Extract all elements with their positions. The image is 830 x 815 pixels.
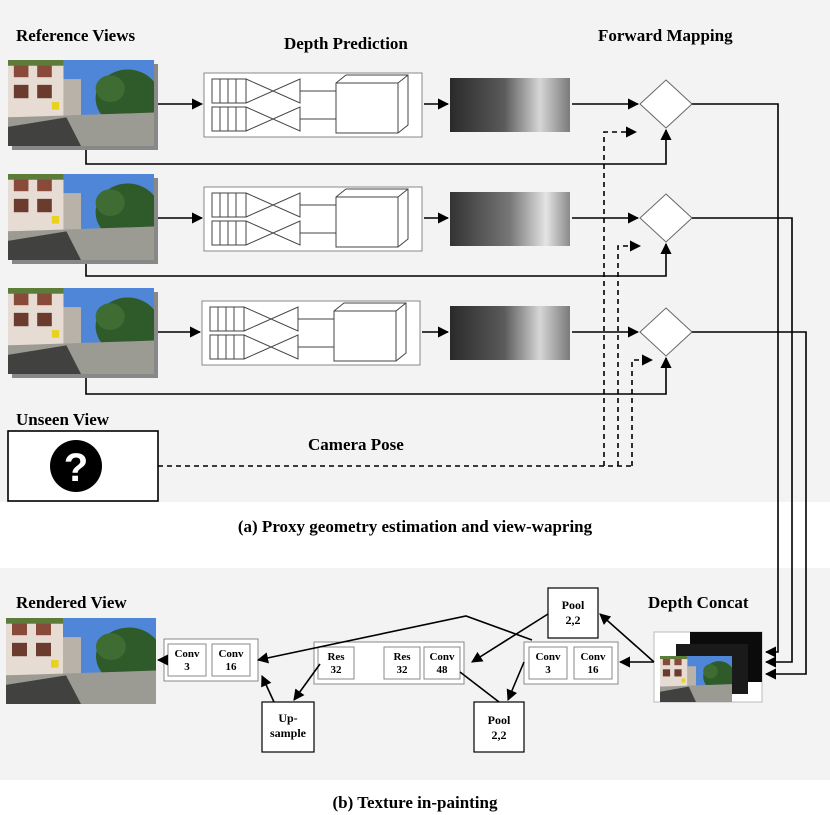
conv-left-1-value: 3 bbox=[184, 661, 190, 673]
conv-left-2-name: Conv bbox=[218, 648, 244, 660]
row-3-arrows bbox=[85, 326, 672, 395]
pool-top-box bbox=[547, 587, 599, 639]
forward-to-concat-connectors bbox=[692, 103, 807, 680]
unseen-view-title: Unseen View bbox=[16, 410, 110, 429]
res-middle-1-name: Res bbox=[327, 651, 345, 663]
depth-network-2 bbox=[203, 186, 423, 252]
upsample-line-2: sample bbox=[270, 726, 307, 740]
depth-map-1 bbox=[450, 78, 570, 132]
depth-concat-title: Depth Concat bbox=[648, 593, 749, 612]
conv-right-1-value: 3 bbox=[545, 664, 551, 676]
conv-right-1-name: Conv bbox=[535, 651, 561, 663]
inpainting-arrows bbox=[156, 613, 655, 703]
res-middle-1-value: 32 bbox=[331, 664, 343, 676]
upsample-box bbox=[261, 701, 315, 753]
conv-right-2 bbox=[573, 646, 613, 680]
res-middle-2 bbox=[383, 646, 421, 680]
pool-bottom-name: Pool bbox=[488, 713, 511, 727]
forward-mapping-node-1 bbox=[639, 79, 693, 129]
res-middle-2-name: Res bbox=[393, 651, 411, 663]
rendered-view-image bbox=[6, 618, 156, 704]
depth-concat-stack bbox=[653, 631, 763, 703]
camera-pose-label: Camera Pose bbox=[308, 435, 404, 454]
conv-left-2-value: 16 bbox=[226, 661, 238, 673]
rendered-view-title: Rendered View bbox=[16, 593, 127, 612]
pool-bottom-box bbox=[473, 701, 525, 753]
row-2-arrows bbox=[85, 212, 672, 277]
depth-map-3 bbox=[450, 306, 570, 360]
forward-mapping-node-2 bbox=[639, 193, 693, 243]
conv-left-1 bbox=[167, 643, 207, 677]
caption-a: (a) Proxy geometry estimation and view-w… bbox=[238, 517, 593, 536]
reference-views-title: Reference Views bbox=[16, 26, 135, 45]
conv-right-2-value: 16 bbox=[588, 664, 600, 676]
row-1-arrows bbox=[85, 98, 672, 165]
conv-right-2-name: Conv bbox=[580, 651, 606, 663]
conv-middle-3-value: 48 bbox=[437, 664, 449, 676]
conv-left-2 bbox=[211, 643, 251, 677]
conv-middle-3-name: Conv bbox=[429, 651, 455, 663]
forward-mapping-title: Forward Mapping bbox=[598, 26, 733, 45]
upsample-line-1: Up- bbox=[278, 711, 297, 725]
depth-network-3 bbox=[201, 300, 421, 366]
conv-middle-3 bbox=[423, 646, 461, 680]
conv-right-1 bbox=[528, 646, 568, 680]
reference-image-3 bbox=[8, 288, 158, 378]
caption-b: (b) Texture in-painting bbox=[332, 793, 498, 812]
res-middle-2-value: 32 bbox=[397, 664, 409, 676]
forward-mapping-node-3 bbox=[639, 307, 693, 357]
question-mark: ? bbox=[64, 446, 88, 490]
conv-left-1-name: Conv bbox=[174, 648, 200, 660]
depth-network-1 bbox=[203, 72, 423, 138]
res-middle-1 bbox=[317, 646, 355, 680]
reference-image-2 bbox=[8, 174, 158, 264]
pool-bottom-value: 2,2 bbox=[492, 728, 507, 742]
pool-top-value: 2,2 bbox=[566, 613, 581, 627]
question-icon bbox=[50, 440, 102, 492]
depth-prediction-title: Depth Prediction bbox=[284, 34, 408, 53]
pool-top-name: Pool bbox=[562, 598, 585, 612]
depth-map-2 bbox=[450, 192, 570, 246]
camera-pose-connectors bbox=[158, 126, 654, 467]
reference-image-1 bbox=[8, 60, 158, 150]
